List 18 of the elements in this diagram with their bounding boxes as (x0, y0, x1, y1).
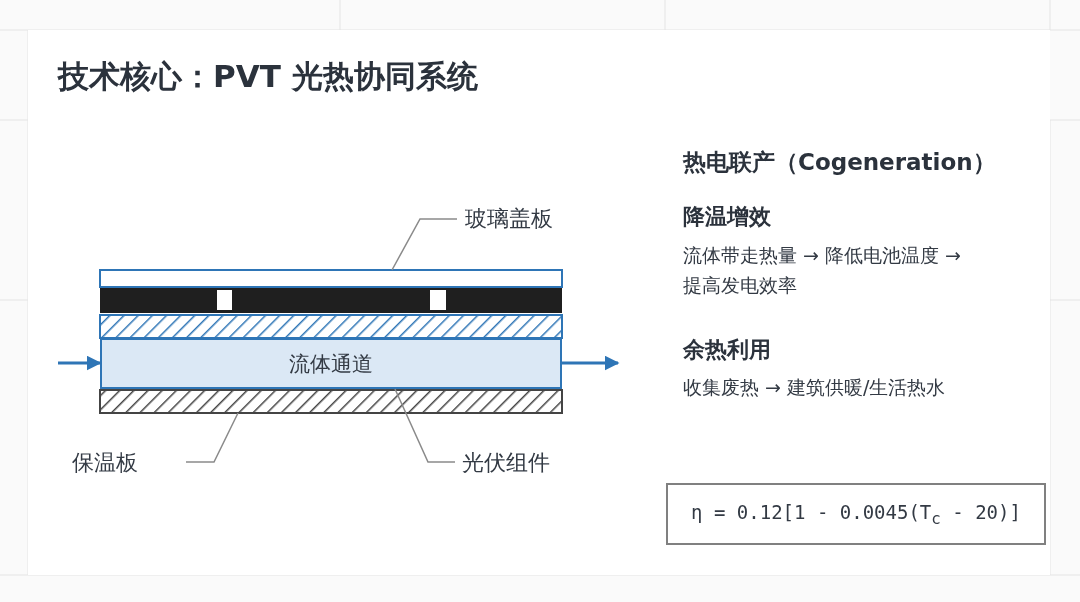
part-label: 保温板 (72, 448, 138, 478)
part-label: 光伏组件 (462, 448, 550, 478)
leader-line (394, 388, 456, 463)
subheading: 余热利用 (683, 336, 771, 364)
glass-cover-layer (99, 269, 563, 288)
fluid-channel: 流体通道 (100, 338, 562, 389)
part-label: 玻璃盖板 (465, 204, 553, 234)
insulation-layer (99, 389, 563, 414)
description-text: 收集废热 → 建筑供暖/生活热水 (683, 375, 946, 400)
heading: 热电联产（Cogeneration） (683, 148, 996, 177)
leader-line (391, 218, 458, 271)
title: 技术核心：PVT 光热协同系统 (58, 57, 478, 96)
leader-line (185, 412, 239, 463)
subheading: 降温增效 (683, 203, 771, 231)
flow-arrow (562, 355, 620, 371)
description-text: 流体带走热量 → 降低电池温度 → 提高发电效率 (683, 243, 962, 299)
flow-arrow (58, 355, 102, 371)
formula-text: η = 0.12[1 - 0.0045(T$_{c}$ - 20)] (691, 500, 1021, 528)
